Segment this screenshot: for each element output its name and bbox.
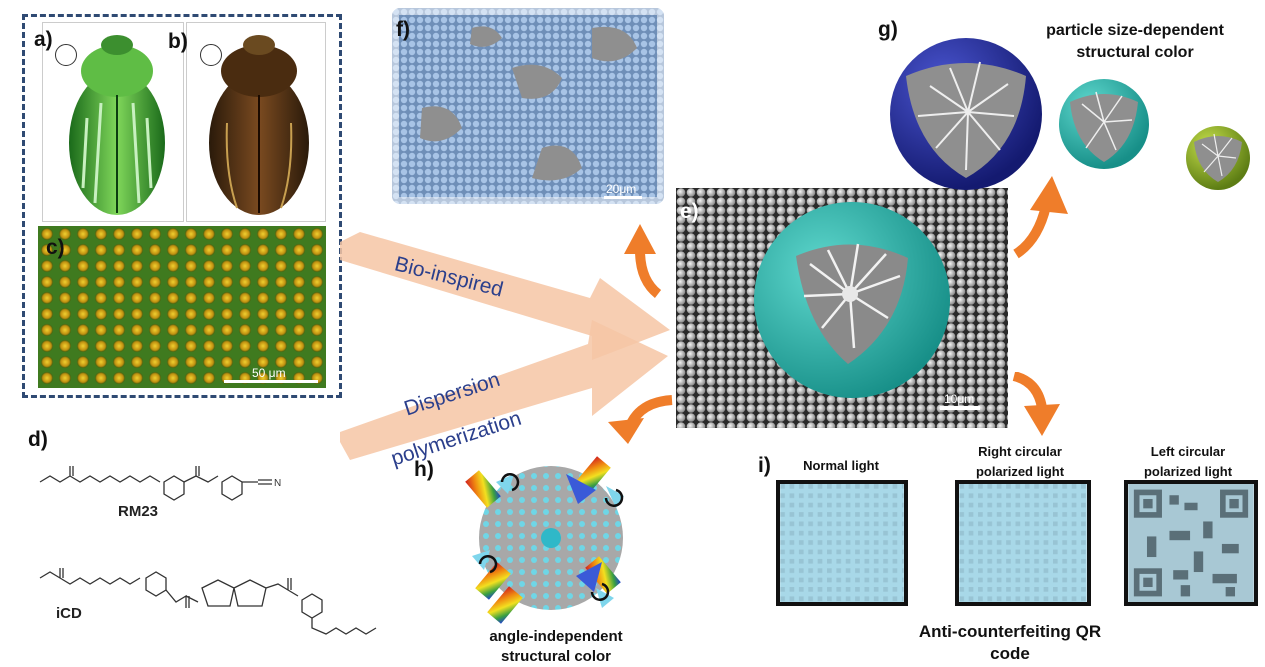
g-caption-line2: structural color	[1076, 44, 1194, 61]
icd-structure	[39, 568, 377, 635]
i-normal-caption: Normal light	[803, 458, 879, 473]
i-bottom-caption-line1: Anti-counterfeiting QR	[918, 622, 1102, 641]
rotate-icon-b	[200, 44, 222, 66]
bio-panel-frame	[22, 14, 342, 398]
scale-label-c: 50 μm	[252, 366, 286, 380]
qr-normal-light	[776, 480, 908, 606]
qr-left-circular	[1124, 480, 1258, 606]
qr-right-circular	[955, 480, 1091, 606]
arrow-to-h	[608, 395, 673, 444]
panel-label-c: c)	[46, 236, 65, 259]
beetle-microstructure-photo	[38, 226, 326, 388]
g-caption-line1: particle size-dependent	[1046, 22, 1224, 39]
h-caption-line1: angle-independent	[489, 628, 623, 645]
panel-label-d: d)	[28, 428, 48, 451]
rotate-icon-a	[55, 44, 77, 66]
cyano-label: N	[274, 478, 281, 489]
i-rcp-caption-line1: Right circular	[978, 444, 1062, 459]
panel-label-h: h)	[414, 458, 434, 481]
scale-bar-c	[224, 380, 318, 383]
h-caption-line2: structural color	[500, 648, 612, 665]
panel-label-f: f)	[396, 18, 410, 41]
angle-independent-diagram	[465, 456, 624, 624]
microsphere-micrograph	[392, 8, 664, 204]
panel-label-e: e)	[680, 200, 699, 223]
converging-arrows	[340, 232, 670, 460]
i-lcp-caption-line2: polarized light	[1143, 464, 1233, 479]
panel-label-b: b)	[168, 30, 188, 53]
i-bottom-caption-line2: code	[990, 644, 1030, 663]
rm23-label: RM23	[118, 503, 159, 520]
i-rcp-caption-line2: polarized light	[975, 464, 1065, 479]
sem-image	[676, 188, 1008, 428]
panel-label-g: g)	[878, 18, 898, 41]
panel-label-a: a)	[34, 28, 53, 51]
arrow-to-g	[1013, 176, 1068, 259]
beetle-green-photo	[42, 22, 184, 222]
scale-label-e: 10μm	[944, 392, 975, 406]
i-lcp-caption-line1: Left circular	[1150, 444, 1226, 459]
icd-label: iCD	[56, 605, 82, 622]
scale-label-f: 20μm	[606, 182, 637, 196]
arrow-to-f	[624, 224, 662, 298]
arrow-to-i	[1012, 372, 1060, 436]
size-dependent-spheres	[890, 38, 1250, 190]
rm23-structure: N	[39, 466, 281, 501]
scale-bar-f	[604, 196, 642, 199]
panel-label-i: i)	[758, 454, 771, 477]
scale-bar-e	[940, 406, 980, 410]
